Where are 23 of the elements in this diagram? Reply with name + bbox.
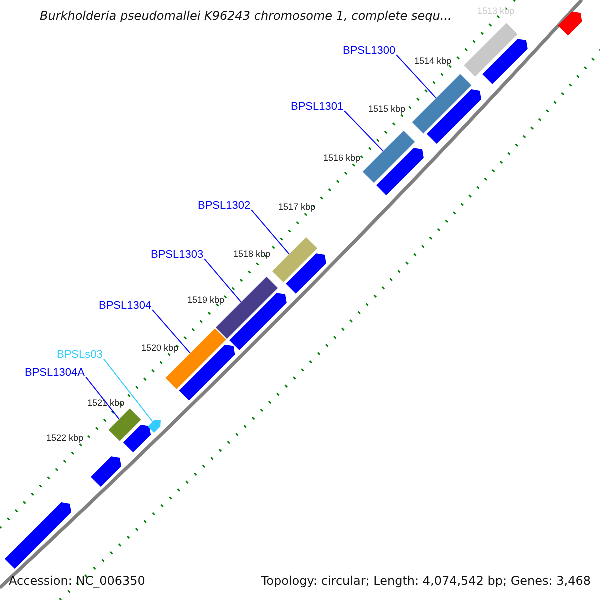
map-title: Burkholderia pseudomallei K96243 chromosome 1, complete sequ...: [40, 10, 452, 24]
tick-label: 1515 kbp: [368, 105, 406, 115]
tick-label: 1518 kbp: [233, 250, 271, 260]
leader-line: [251, 210, 290, 255]
tick-label: 1522 kbp: [46, 434, 84, 444]
leader-line: [396, 54, 437, 99]
tick-label: 1519 kbp: [187, 296, 225, 306]
leader-line: [344, 110, 384, 152]
gene-label: BPSLs03: [57, 349, 103, 362]
gene-label: BPSL1304: [99, 300, 152, 312]
gene-block: [148, 420, 161, 434]
leader-line: [103, 358, 154, 422]
leader-line: [152, 310, 191, 354]
gene-label: BPSL1301: [291, 101, 344, 114]
leader-line: [204, 258, 242, 303]
accession-text: Accession: NC_006350: [9, 575, 146, 588]
tick-label: 1520 kbp: [141, 344, 179, 354]
gene-label: BPSL1300: [343, 45, 396, 58]
leader-line: [85, 376, 120, 420]
gene-label: BPSL1304A: [25, 367, 85, 380]
gene-label: BPSL1302: [198, 200, 251, 212]
gene-label: BPSL1303: [151, 249, 204, 262]
genome-info-text: Topology: circular; Length: 4,074,542 bp; Genes: 3,468: [261, 575, 591, 588]
